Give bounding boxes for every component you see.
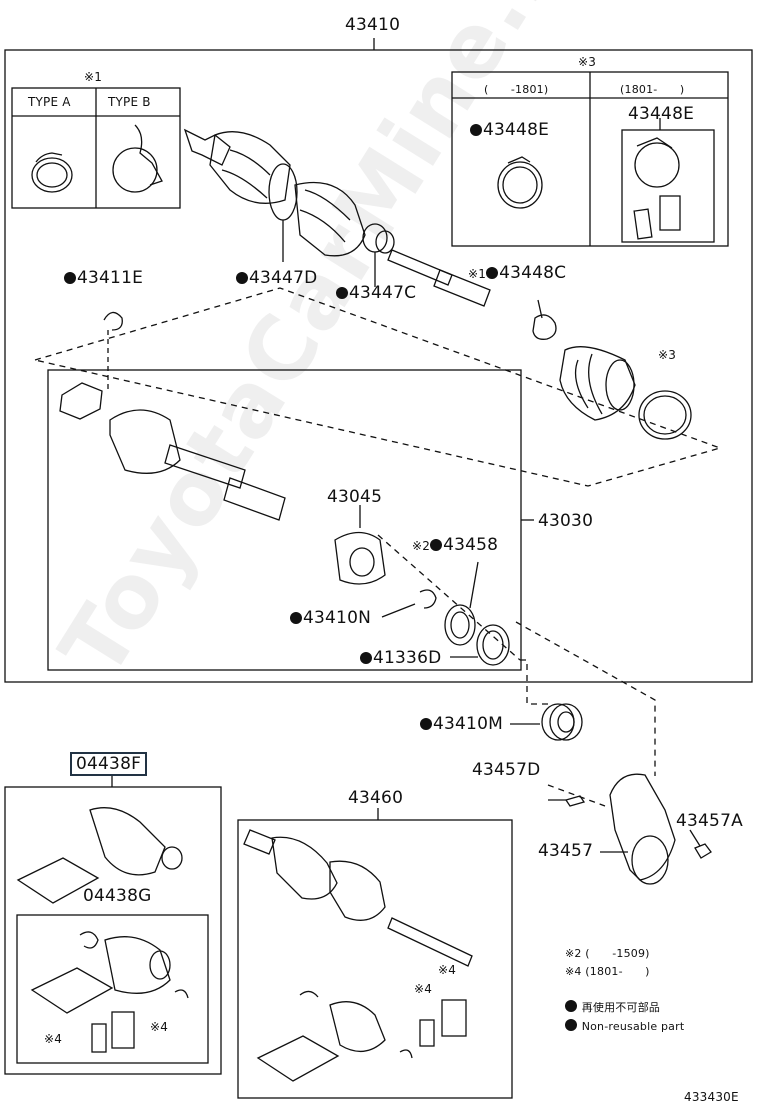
type-b-header: TYPE B — [108, 95, 151, 109]
nonreusable-dot-icon — [290, 612, 302, 624]
label-41336D: 41336D — [360, 648, 441, 668]
label-04438F-highlighted: 04438F — [70, 752, 148, 776]
legend-nonreusable-jp: 再使用不可部品 — [565, 999, 660, 1015]
label-43410M: 43410M — [420, 714, 503, 734]
frame-43410 — [4, 49, 753, 683]
mark-4-kit-b: ※4 — [150, 1020, 169, 1034]
nonreusable-dot-icon — [486, 267, 499, 279]
label-43457A: 43457A — [676, 811, 743, 831]
label-43460: 43460 — [348, 788, 404, 808]
legend-note-4: ※4 (1801- ) — [565, 965, 650, 978]
nonreusable-dot-icon — [336, 287, 348, 299]
nonreusable-dot-icon — [430, 539, 443, 551]
label-43448E-right: 43448E — [628, 104, 695, 124]
nonreusable-dot-icon — [360, 652, 372, 664]
nonreusable-dot-icon — [236, 272, 248, 284]
mark-4-kit-d: ※4 — [414, 982, 433, 996]
mark-4-kit-a: ※4 — [44, 1032, 63, 1046]
nonreusable-dot-icon — [565, 1019, 577, 1031]
label-43030: 43030 — [538, 511, 594, 531]
date-col-1: ( -1801) — [484, 83, 549, 96]
date-col-2: (1801- ) — [620, 83, 685, 96]
nonreusable-dot-icon — [64, 272, 76, 284]
label-43448E-left: 43448E — [470, 120, 549, 140]
label-43045: 43045 — [327, 487, 383, 507]
label-43410: 43410 — [345, 15, 401, 35]
nonreusable-dot-icon — [470, 124, 482, 136]
label-43447D: 43447D — [236, 268, 317, 288]
label-04438G: 04438G — [83, 886, 152, 906]
figure-code: 433430E — [684, 1090, 739, 1104]
mark-3-boot: ※3 — [658, 348, 677, 362]
mark-3-date-table: ※3 — [578, 55, 597, 69]
mark-1-type-table: ※1 — [84, 70, 103, 84]
legend-note-2: ※2 ( -1509) — [565, 947, 650, 960]
nonreusable-dot-icon — [420, 718, 432, 730]
mark-4-kit-c: ※4 — [438, 963, 457, 977]
label-43410N: 43410N — [290, 608, 371, 628]
legend-nonreusable-en: Non-reusable part — [565, 1019, 684, 1033]
type-a-header: TYPE A — [28, 95, 71, 109]
nonreusable-dot-icon — [565, 1000, 577, 1012]
label-43457D: 43457D — [472, 760, 541, 780]
label-43457: 43457 — [538, 841, 594, 861]
label-43411E: 43411E — [64, 268, 143, 288]
label-43447C: 43447C — [336, 283, 416, 303]
